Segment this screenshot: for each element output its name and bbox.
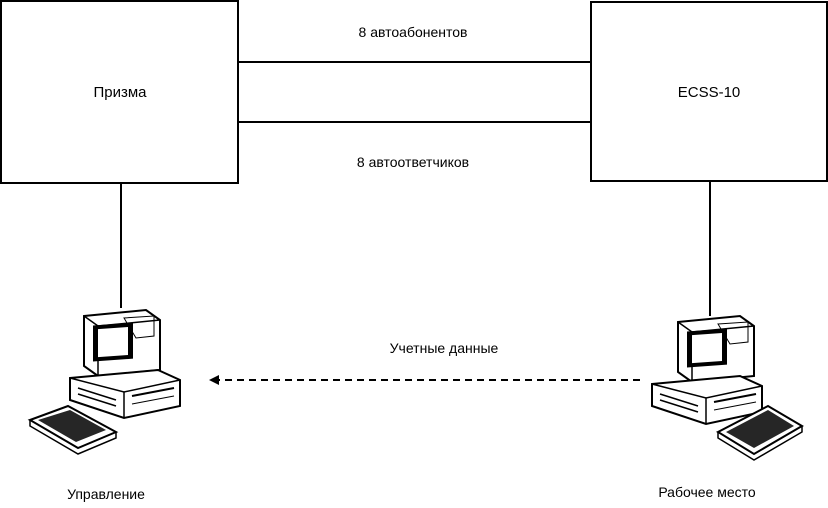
computer-icon xyxy=(27,308,181,455)
subscribers-link-label: 8 автоабонентов xyxy=(358,24,468,40)
prizma-label: Призма xyxy=(93,84,147,101)
computer-icon xyxy=(651,314,804,461)
management-pc-label: Управление xyxy=(67,486,145,502)
ecss-label: ECSS-10 xyxy=(677,84,741,101)
prizma-block xyxy=(0,0,239,184)
ecss-block xyxy=(590,1,828,182)
credentials-arrow-label: Учетные данные xyxy=(389,340,499,356)
answerers-link-label: 8 автоответчиков xyxy=(356,154,470,170)
workstation-pc-label: Рабочее место xyxy=(658,484,756,500)
